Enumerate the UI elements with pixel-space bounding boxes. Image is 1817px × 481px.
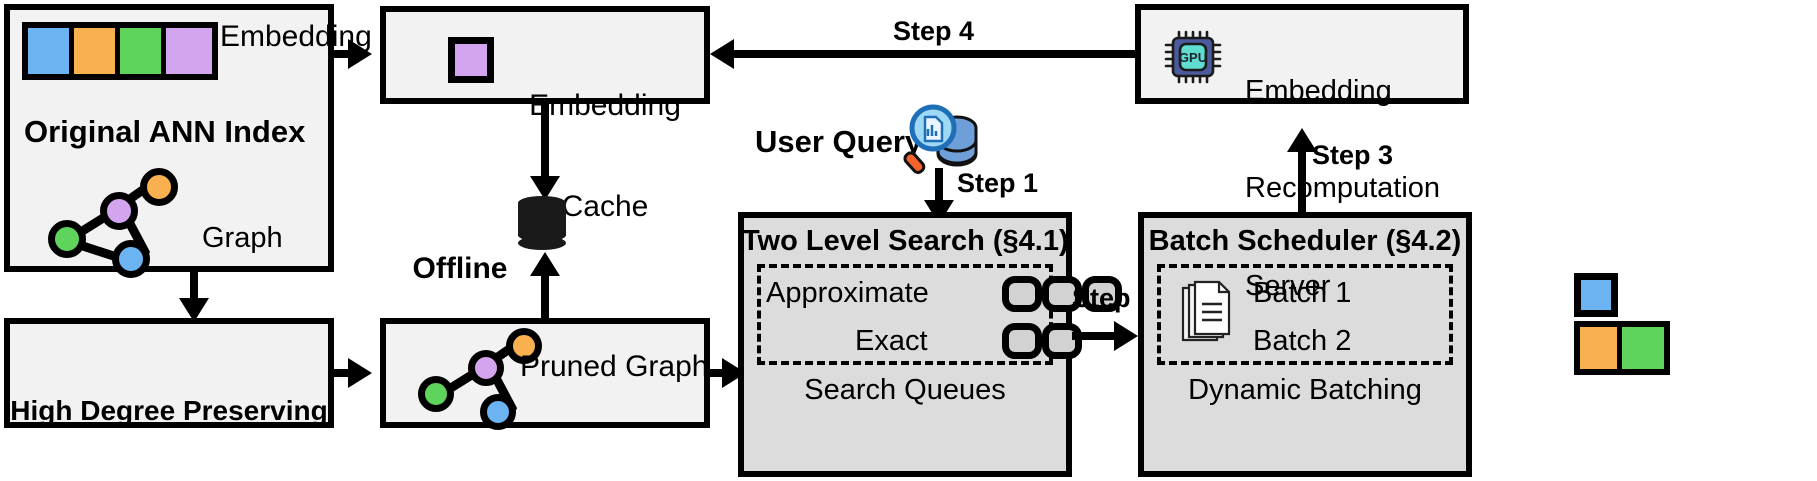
two-level-search-title: Two Level Search (§4.1): [742, 225, 1069, 257]
embedding-cell: [120, 28, 166, 74]
pruned-graph-block: [380, 318, 710, 428]
embedding-swatch-strip: [22, 22, 218, 80]
arrow-ann-to-pruning-line: [190, 272, 198, 308]
user-query-label: User Query: [755, 124, 923, 159]
exact-label: Exact: [855, 325, 928, 357]
dynamic-batching-dashed-region: [1157, 264, 1453, 365]
graph-node: [48, 220, 86, 258]
svg-text:GPU: GPU: [1179, 50, 1207, 65]
arrow-cache-to-storage-line: [541, 104, 549, 186]
graph-node: [140, 168, 178, 206]
arrow-ann-to-cache-line: [334, 50, 360, 58]
pruned-graph-graphic: [410, 328, 542, 430]
arrow-step4-head: [710, 39, 734, 69]
graph-pruning-title: High Degree Preserving Graph Pruning (§5…: [10, 332, 328, 481]
documents-stack-icon: [1181, 280, 1231, 342]
embedding-cache-title: Embedding Cache: [510, 22, 700, 291]
batch-scheduler-title: Batch Scheduler (§4.2): [1148, 225, 1462, 257]
embedding-cell: [28, 28, 74, 74]
graph-node: [418, 376, 454, 412]
arrow-prunedgraph-to-storage-head: [530, 252, 560, 276]
batch-2-cell: [1580, 327, 1622, 369]
batch-2-cell: [1622, 327, 1664, 369]
embedding-cell: [166, 28, 212, 74]
step-3-label: Step 3: [1312, 140, 1394, 170]
arrow-step2-head: [1114, 321, 1138, 351]
arrow-ann-to-cache-head: [348, 39, 372, 69]
exact-queue-tile: [1042, 323, 1082, 359]
step-1-label: Step 1: [957, 168, 1039, 198]
approximate-label: Approximate: [766, 277, 929, 309]
ann-index-graph: [40, 168, 178, 278]
arrow-step3-line: [1298, 142, 1306, 212]
gpu-chip-icon: GPU: [1164, 30, 1222, 84]
approximate-queue-tile: [1082, 276, 1122, 312]
arrow-step1-line: [935, 168, 943, 208]
exact-queue-tile: [1002, 323, 1042, 359]
graph-pruning-title-line1: High Degree Preserving: [10, 394, 328, 426]
batch-1-label: Batch 1: [1253, 277, 1352, 309]
pruned-graph-label: Pruned Graph: [520, 350, 709, 383]
batch-scheduler-block: [1138, 212, 1472, 477]
graph-label: Graph: [202, 222, 283, 254]
embedding-cache-title-line1: Embedding: [529, 89, 681, 123]
arrow-pruning-to-prunedgraph-line: [334, 369, 360, 377]
batch-1-swatch: [1574, 273, 1618, 317]
graph-node: [112, 240, 150, 278]
search-queues-dashed-region: [757, 264, 1053, 365]
recomputation-server-title-line2: Recomputation: [1245, 172, 1441, 205]
batch-2-label: Batch 2: [1253, 325, 1352, 357]
recomputation-server-title: Embedding Recomputation Server: [1245, 10, 1440, 367]
query-search-database-icon: [903, 104, 978, 174]
arrow-pruning-to-prunedgraph-head: [348, 358, 372, 388]
arrow-step2-line: [1072, 332, 1128, 340]
embedding-cache-swatch: [448, 37, 494, 83]
embedding-label: Embedding: [220, 20, 372, 53]
embedding-cell: [74, 28, 120, 74]
approximate-queue-tile: [1042, 276, 1082, 312]
recomputation-server-title-line1: Embedding: [1245, 74, 1392, 107]
offline-storage-label-line1: Offline: [412, 252, 508, 286]
arrow-step4-line: [730, 50, 1135, 58]
batch-2-swatches: [1574, 321, 1670, 375]
recomputation-server-title-line3: Server: [1245, 269, 1331, 302]
step-4-label: Step 4: [893, 16, 975, 46]
database-cylinder-icon: [518, 196, 566, 252]
arrow-prunedgraph-to-storage-line: [541, 262, 549, 324]
graph-node: [468, 350, 504, 386]
dynamic-batching-caption: Dynamic Batching: [1188, 374, 1422, 406]
graph-pruning-block: [4, 318, 334, 428]
graph-node: [100, 192, 138, 230]
embedding-cache-block: [380, 6, 710, 104]
graph-node: [506, 328, 542, 364]
original-ann-index-title: Original ANN Index: [24, 114, 306, 149]
embedding-cache-title-line2: Cache: [561, 189, 649, 223]
search-queues-caption: Search Queues: [804, 374, 1006, 406]
graph-node: [480, 394, 516, 430]
approximate-queue-tile: [1002, 276, 1042, 312]
arrow-step3-head: [1287, 128, 1317, 152]
